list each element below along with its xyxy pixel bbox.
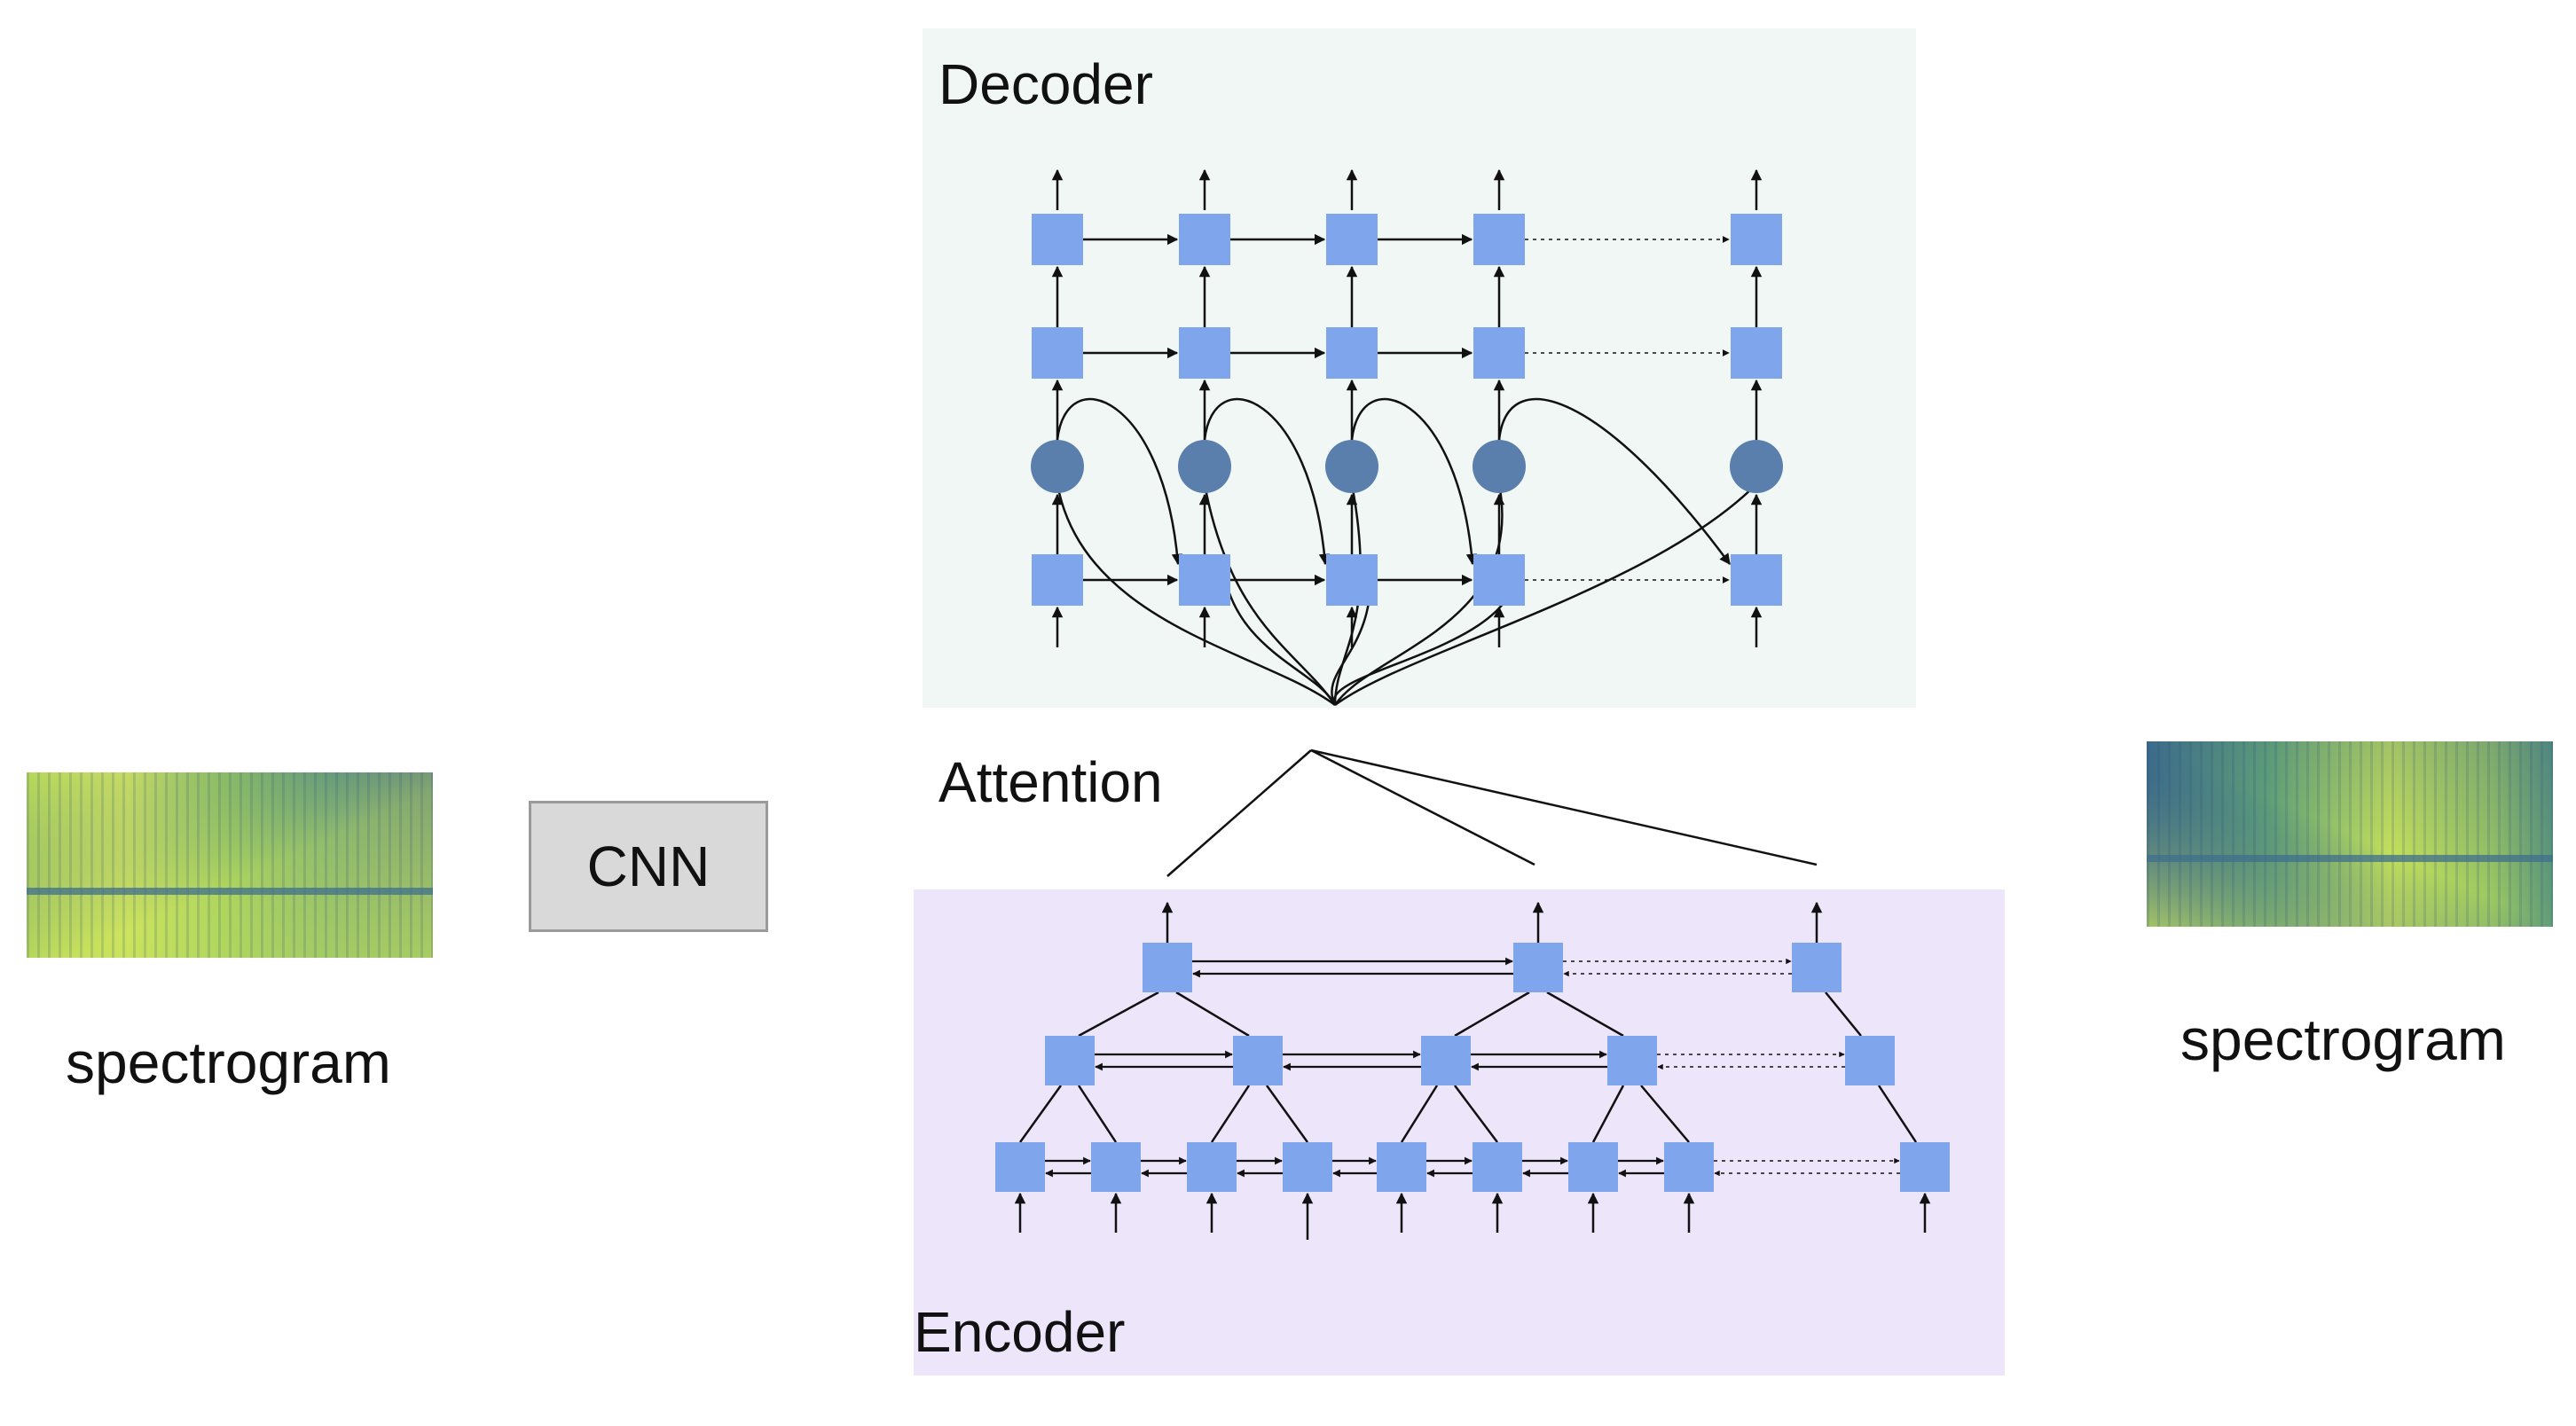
encoder-node xyxy=(1792,943,1842,992)
decoder-node xyxy=(1179,554,1230,606)
decoder-node xyxy=(1473,327,1525,379)
attention-link xyxy=(1310,748,1818,866)
encoder-pyramid-link xyxy=(1077,1085,1118,1143)
encoder-node xyxy=(1045,1036,1095,1085)
encoder-pyramid-link xyxy=(1454,1085,1498,1143)
attention-edges xyxy=(1056,483,1818,877)
decoder-title: Decoder xyxy=(939,52,1153,116)
attention-label: Attention xyxy=(939,750,1163,814)
encoder-node xyxy=(1283,1142,1332,1192)
encoder-node xyxy=(1513,943,1563,992)
attention-curve xyxy=(1203,483,1337,706)
decoder-node xyxy=(1326,554,1378,606)
encoder-pyramid-link xyxy=(1400,1085,1439,1143)
encoder-edges xyxy=(1014,901,1931,1240)
encoder-pyramid-link xyxy=(1640,1085,1690,1143)
input-spectrogram-label: spectrogram xyxy=(66,1030,391,1095)
encoder-node xyxy=(1607,1036,1657,1085)
encoder-pyramid-link xyxy=(1877,1085,1918,1143)
encoder-node xyxy=(1421,1036,1471,1085)
attention-curve xyxy=(1333,483,1504,706)
decoder-node xyxy=(1032,327,1083,379)
encoder-pyramid-link xyxy=(1210,1085,1251,1143)
encoder-pyramid-link xyxy=(1454,991,1530,1038)
encoder-node xyxy=(1143,943,1192,992)
attention-context-circle xyxy=(1325,440,1378,493)
attention-link xyxy=(1166,749,1312,877)
attention-context-circle xyxy=(1473,440,1526,493)
decoder-context-arc xyxy=(1497,397,1732,566)
encoder-pyramid-link xyxy=(1175,991,1250,1038)
attention-link xyxy=(1310,748,1535,866)
input-spectrogram-svg xyxy=(27,772,433,958)
encoder-node xyxy=(1233,1036,1283,1085)
decoder-edges xyxy=(1051,168,1763,647)
encoder-pyramid-link xyxy=(1825,991,1862,1037)
decoder-node xyxy=(1326,327,1378,379)
attention-context-circle xyxy=(1178,440,1231,493)
decoder-node xyxy=(1473,214,1525,265)
encoder-pyramid-link xyxy=(1078,991,1159,1038)
attention-curve xyxy=(1334,483,1757,707)
encoder-pyramid-link xyxy=(1591,1085,1625,1143)
decoder-node xyxy=(1179,214,1230,265)
attention-curve xyxy=(1056,483,1336,707)
attention-context-circle xyxy=(1730,440,1783,493)
decoder-context-arc xyxy=(1056,397,1183,566)
encoder-node xyxy=(1187,1142,1237,1192)
decoder-node xyxy=(1731,554,1782,606)
encoder-node xyxy=(1900,1142,1950,1192)
output-spectrogram-label: spectrogram xyxy=(2180,1007,2506,1072)
decoder-node xyxy=(1731,214,1782,265)
decoder-node xyxy=(1032,554,1083,606)
output-spectrogram-svg xyxy=(2147,741,2553,927)
encoder-node xyxy=(1845,1036,1895,1085)
decoder-node xyxy=(1179,327,1230,379)
cnn-block: CNN xyxy=(529,801,768,932)
encoder-title: Encoder xyxy=(914,1300,1126,1364)
encoder-node xyxy=(1473,1142,1522,1192)
network-nodes xyxy=(995,214,1950,1192)
input-spectrogram-image xyxy=(27,772,433,958)
decoder-node xyxy=(1326,214,1378,265)
encoder-node xyxy=(995,1142,1045,1192)
decoder-node xyxy=(1473,554,1525,606)
decoder-context-arc xyxy=(1203,397,1331,566)
decoder-node xyxy=(1032,214,1083,265)
encoder-pyramid-link xyxy=(1018,1085,1063,1143)
encoder-node xyxy=(1091,1142,1141,1192)
decoder-node xyxy=(1731,327,1782,379)
decoder-context-arc xyxy=(1350,397,1478,566)
encoder-node xyxy=(1568,1142,1618,1192)
encoder-node xyxy=(1377,1142,1426,1192)
encoder-node xyxy=(1664,1142,1714,1192)
output-spectrogram-image xyxy=(2147,741,2553,927)
attention-curve xyxy=(1333,483,1362,706)
attention-context-circle xyxy=(1031,440,1084,493)
encoder-pyramid-link xyxy=(1265,1085,1309,1143)
encoder-pyramid-link xyxy=(1546,991,1624,1038)
cnn-label: CNN xyxy=(586,834,711,898)
